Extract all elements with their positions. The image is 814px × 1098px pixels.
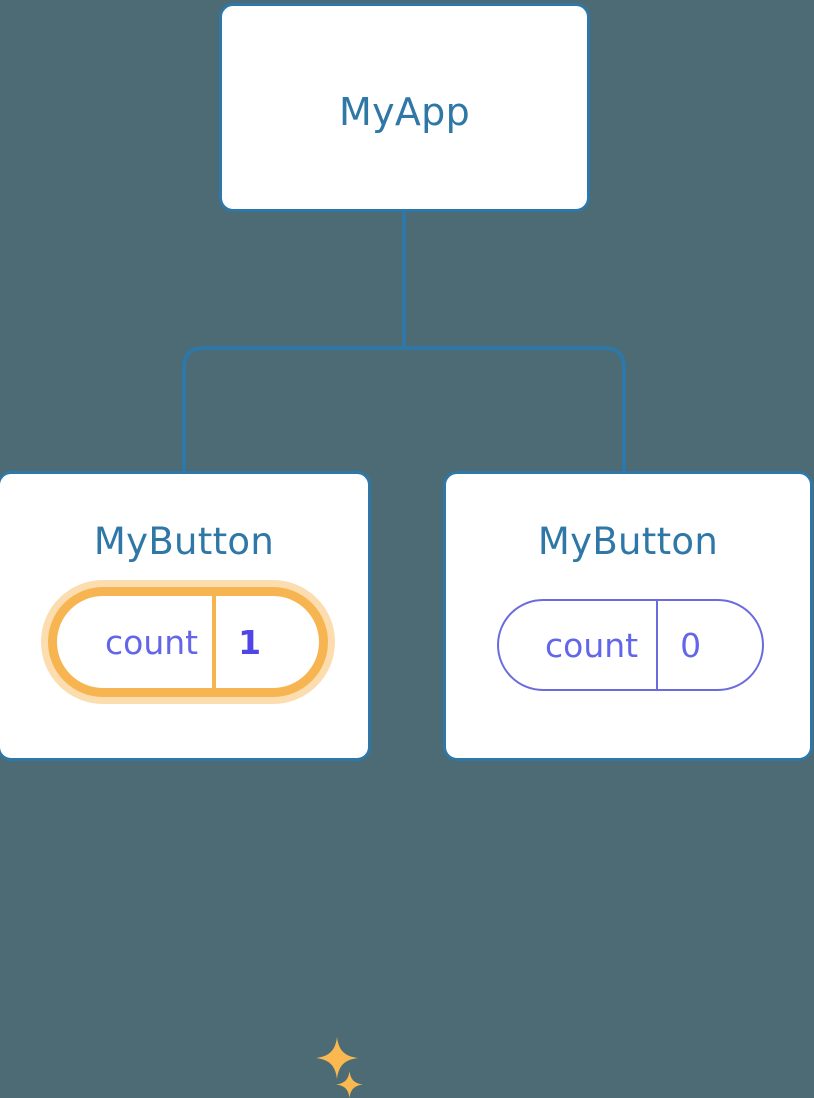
pill-glow-ring (41, 580, 335, 704)
node-title: MyButton (537, 520, 719, 563)
node-title: MyButton (93, 520, 275, 563)
node-card-myapp[interactable]: MyApp (219, 3, 590, 212)
node-title: MyApp (338, 90, 470, 134)
sparkle-icon (316, 1037, 358, 1079)
prop-value: 1 (212, 596, 305, 688)
prop-pill[interactable]: count 1 (48, 587, 328, 697)
sparkle-icon (336, 1071, 363, 1098)
prop-pill[interactable]: count 0 (497, 599, 764, 691)
prop-pill-highlighted[interactable]: count 1 (41, 580, 335, 704)
prop-key: count (105, 622, 199, 662)
node-card-mybutton-left[interactable]: MyButton count 1 (0, 471, 371, 1098)
edge-branch-bar (182, 346, 626, 471)
prop-value: 0 (656, 601, 739, 689)
node-card-mybutton-right[interactable]: MyButton count 0 (443, 471, 813, 761)
prop-key: count (545, 625, 639, 665)
diagram-canvas: MyApp MyButton count 1 MyButton count 0 (0, 3, 813, 1098)
